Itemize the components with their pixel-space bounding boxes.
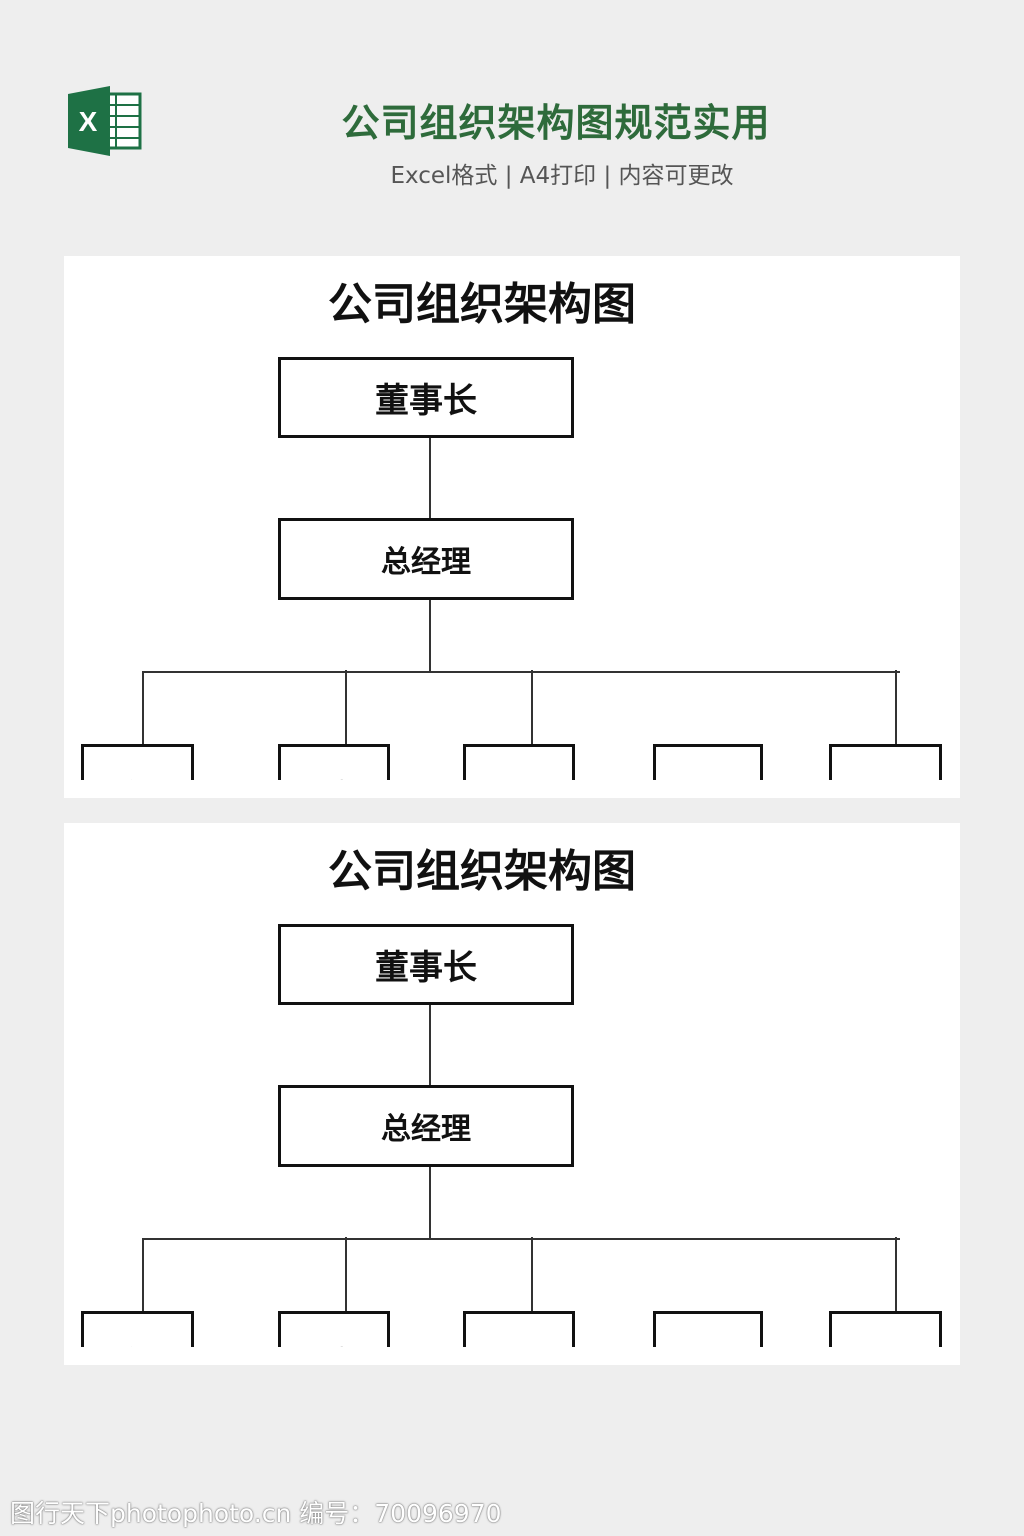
chart-title: 公司组织架构图 [328,846,636,897]
org-chart-page-2: 公司组织架构图 董事长 总经理 行 财 工 人 采 [64,823,960,1365]
connector-line [345,670,347,746]
page-margin [64,1347,960,1365]
general-manager-box: 总经理 [278,1085,574,1167]
connector-line [429,1005,431,1085]
connector-line [142,1239,144,1313]
excel-icon: X [68,86,142,156]
connector-line [142,1238,900,1240]
connector-line [429,600,431,672]
connector-line [895,1237,897,1313]
connector-line [531,1237,533,1313]
general-manager-box: 总经理 [278,518,574,600]
page-margin [64,780,960,798]
watermark: 图行天下photophoto.cn 编号：70096970 [10,1499,502,1528]
connector-line [142,671,900,673]
connector-line [142,672,144,746]
org-chart-page-1: 公司组织架构图 董事长 总经理 行 财 工 人 采 [64,256,960,798]
connector-line [429,438,431,518]
chairman-box: 董事长 [278,357,574,438]
connector-line [345,1237,347,1313]
chairman-box: 董事长 [278,924,574,1005]
connector-line [895,670,897,746]
page-subtitle: Excel格式 | A4打印 | 内容可更改 [390,163,734,189]
chart-title: 公司组织架构图 [328,279,636,330]
connector-line [531,670,533,746]
page-title: 公司组织架构图规范实用 [341,101,771,145]
connector-line [429,1167,431,1239]
svg-text:X: X [79,106,98,137]
